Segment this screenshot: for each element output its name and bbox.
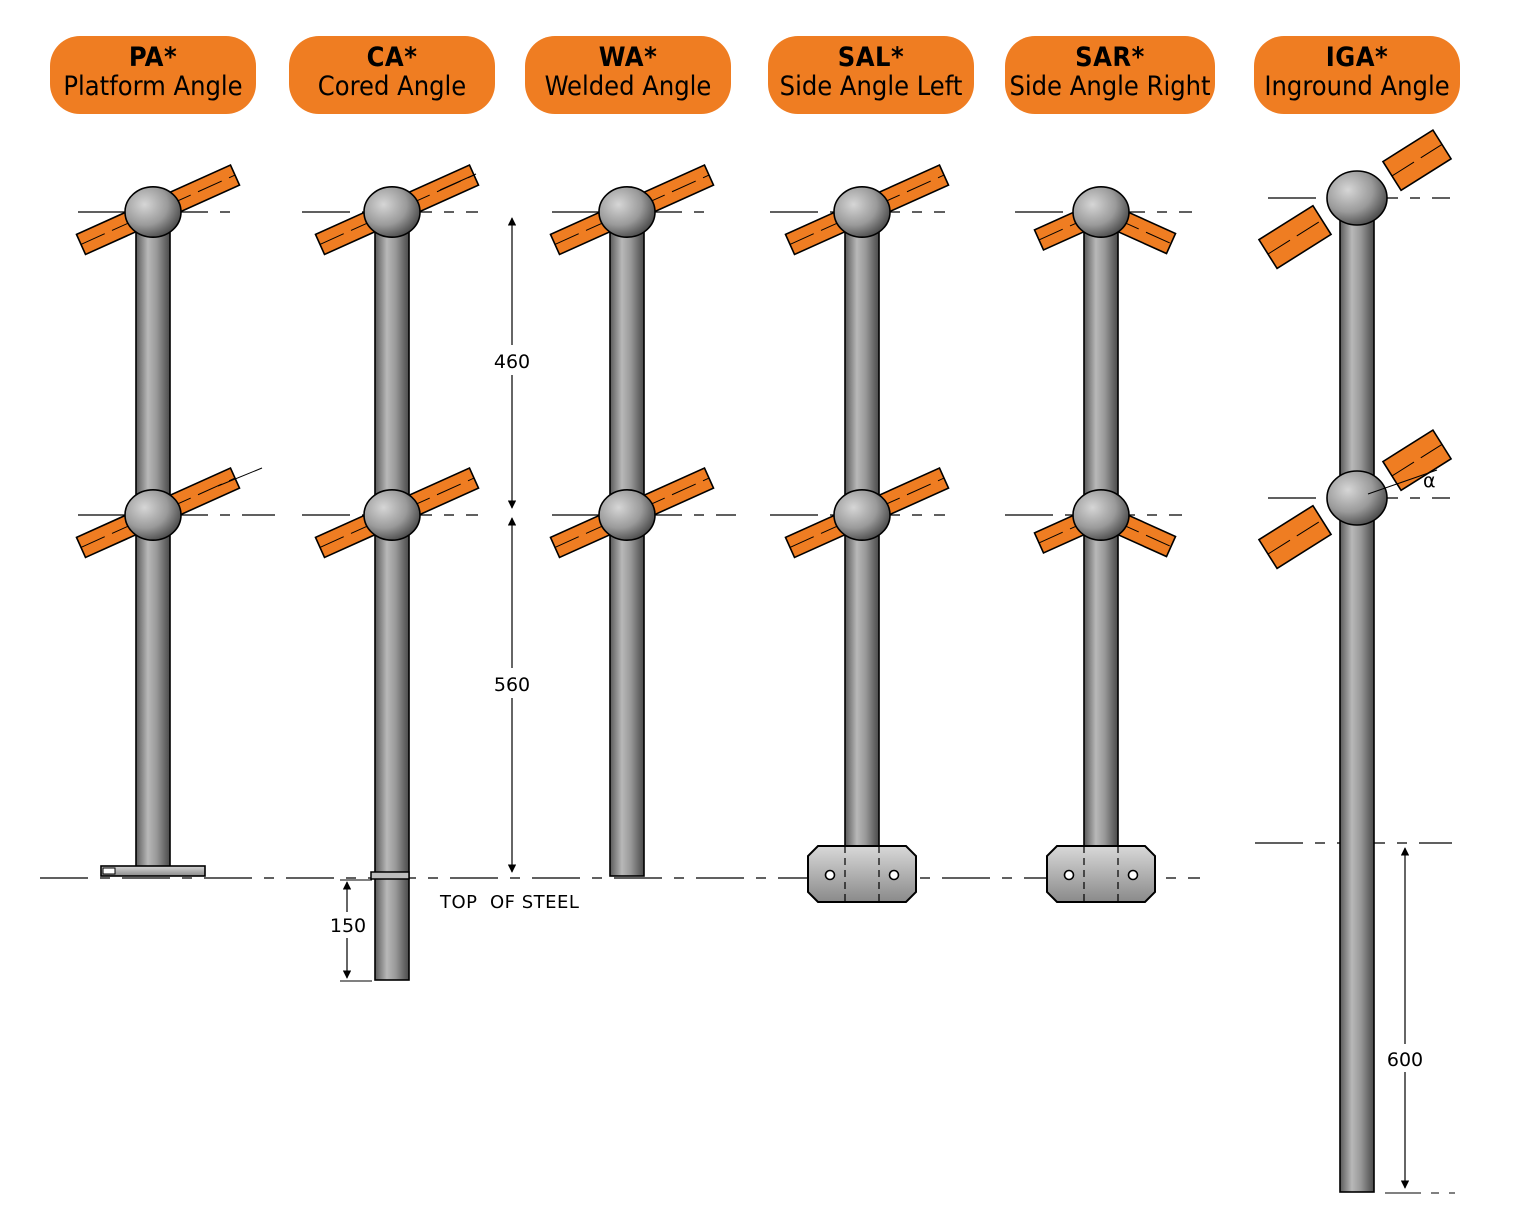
dimension-lower-label: 560: [494, 674, 530, 696]
label-name: Platform Angle: [63, 71, 243, 102]
base-plate: [100, 865, 206, 877]
rail-extension-line: [439, 173, 477, 191]
label-side-angle-right: SAR* Side Angle Right: [1005, 36, 1215, 114]
angle-symbol: α: [1423, 470, 1436, 492]
post: [1339, 209, 1375, 1193]
post: [609, 221, 645, 877]
mid-joint-ball: [363, 488, 421, 541]
label-side-angle-left: SAL* Side Angle Left: [768, 36, 974, 114]
bolt-hole: [1127, 869, 1139, 881]
top-joint-ball: [1326, 170, 1388, 226]
mid-rail-left-centreline: [1267, 519, 1323, 555]
side-mount-plate-left: [807, 845, 917, 903]
top-of-steel-label: TOP OF STEEL: [439, 892, 579, 913]
top-joint-ball: [598, 186, 656, 239]
mid-joint-ball: [598, 488, 656, 541]
label-name: Welded Angle: [544, 71, 712, 102]
mid-joint-ball: [1072, 488, 1130, 541]
base-plate-notch: [102, 867, 116, 875]
dimension-core-label: 150: [330, 915, 366, 937]
label-code: IGA*: [1325, 42, 1389, 73]
mid-rail-right-centreline: [1391, 444, 1443, 477]
label-code: SAL*: [837, 42, 905, 73]
label-name: Inground Angle: [1264, 71, 1450, 102]
bolt-hole: [888, 869, 900, 881]
label-name: Side Angle Right: [1009, 71, 1211, 102]
mid-joint-ball: [124, 488, 182, 541]
label-code: CA*: [366, 42, 418, 73]
top-joint-ball: [1072, 186, 1130, 239]
label-code: SAR*: [1075, 42, 1145, 73]
dimension-upper-label: 460: [494, 351, 530, 373]
label-platform-angle: PA* Platform Angle: [50, 36, 256, 114]
mid-joint-ball: [833, 488, 891, 541]
bolt-hole: [1063, 869, 1075, 881]
top-rail-right: [1381, 128, 1453, 192]
top-rail-left: [1257, 204, 1333, 270]
mid-joint-ball: [1326, 470, 1388, 526]
rail-extension-line: [217, 467, 263, 487]
label-code: WA*: [598, 42, 658, 73]
top-rail-left-centreline: [1267, 219, 1323, 255]
mid-rail-right: [1381, 428, 1453, 492]
top-joint-ball: [833, 186, 891, 239]
post: [374, 221, 410, 981]
label-name: Cored Angle: [317, 71, 467, 102]
post: [135, 221, 171, 871]
label-cored-angle: CA* Cored Angle: [289, 36, 495, 114]
label-inground-angle: IGA* Inground Angle: [1254, 36, 1460, 114]
label-welded-angle: WA* Welded Angle: [525, 36, 731, 114]
top-rail-right-centreline: [1391, 144, 1443, 177]
bolt-hole: [824, 869, 836, 881]
top-joint-ball: [363, 186, 421, 239]
top-joint-ball: [124, 186, 182, 239]
mid-rail-left: [1257, 504, 1333, 570]
label-name: Side Angle Left: [779, 71, 963, 102]
angle-indicator-line: [1367, 469, 1438, 495]
label-code: PA*: [128, 42, 178, 73]
dimension-inground-label: 600: [1387, 1049, 1423, 1071]
core-collar: [370, 871, 410, 880]
side-mount-plate-right: [1046, 845, 1156, 903]
